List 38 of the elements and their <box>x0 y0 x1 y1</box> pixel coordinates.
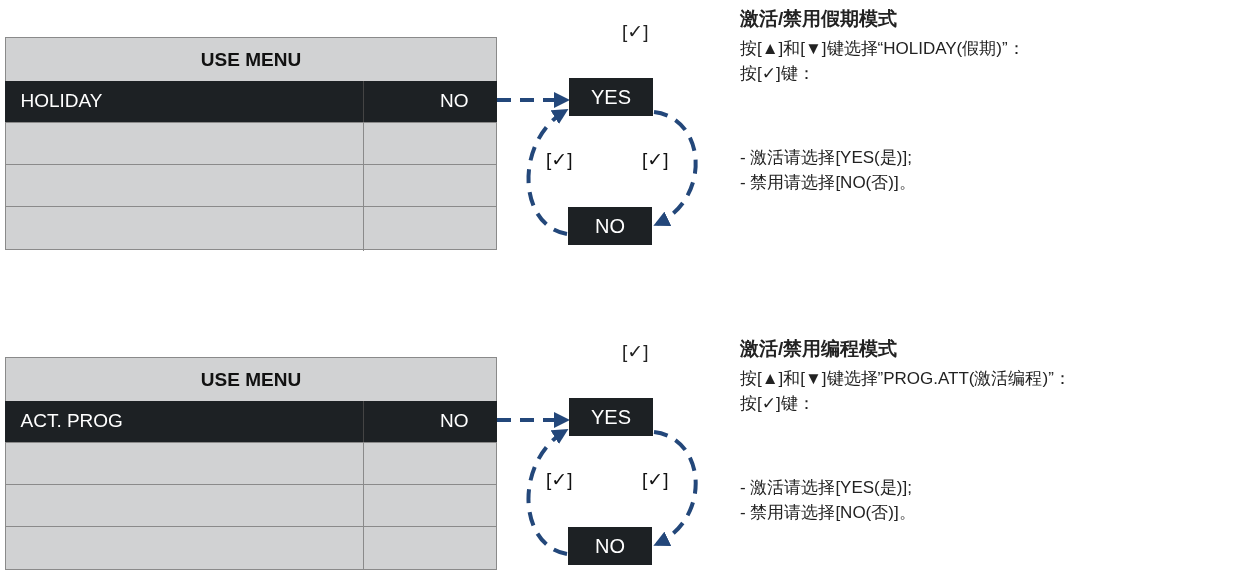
table-header: USE MENU <box>200 48 302 71</box>
table-header: USE MENU <box>200 368 302 391</box>
instruction-text: 按[▲]和[▼]键选择”PROG.ATT(激活编程)”： <box>740 368 1071 390</box>
instruction-text: - 禁用请选择[NO(否)]。 <box>740 172 916 194</box>
empty-row <box>4 164 497 206</box>
yes-option: YES <box>569 78 653 116</box>
confirm-key-label: [✓] <box>622 340 649 363</box>
instruction-text: 按[✓]键： <box>740 63 815 85</box>
highlighted-row <box>4 81 497 122</box>
menu-value: NO <box>440 410 469 432</box>
empty-row <box>4 526 497 570</box>
dashed-arrow <box>497 92 570 108</box>
instruction-text: - 激活请选择[YES(是)]; <box>740 477 912 499</box>
dashed-arrow <box>497 412 570 428</box>
yes-option: YES <box>569 398 653 436</box>
instruction-text: 按[▲]和[▼]键选择“HOLIDAY(假期)”： <box>740 38 1025 60</box>
empty-row <box>4 122 497 164</box>
empty-row <box>4 442 497 484</box>
highlighted-row <box>4 401 497 442</box>
dashed-arrow <box>653 430 698 547</box>
dashed-arrow <box>526 108 569 236</box>
no-option: NO <box>568 207 652 245</box>
dashed-arrow <box>653 110 698 227</box>
instruction-text: - 禁用请选择[NO(否)]。 <box>740 502 916 524</box>
menu-value: NO <box>440 90 469 112</box>
empty-row <box>4 484 497 526</box>
no-option: NO <box>568 527 652 565</box>
dashed-arrow <box>526 428 569 556</box>
confirm-key-label: [✓] <box>622 20 649 43</box>
section-heading: 激活/禁用编程模式 <box>740 337 898 361</box>
empty-row <box>4 206 497 251</box>
menu-table <box>5 357 497 570</box>
section-heading: 激活/禁用假期模式 <box>740 7 898 31</box>
instruction-text: 按[✓]键： <box>740 393 815 415</box>
menu-table <box>5 37 497 250</box>
instruction-text: - 激活请选择[YES(是)]; <box>740 147 912 169</box>
menu-item: HOLIDAY <box>20 90 103 112</box>
menu-item: ACT. PROG <box>20 410 123 432</box>
